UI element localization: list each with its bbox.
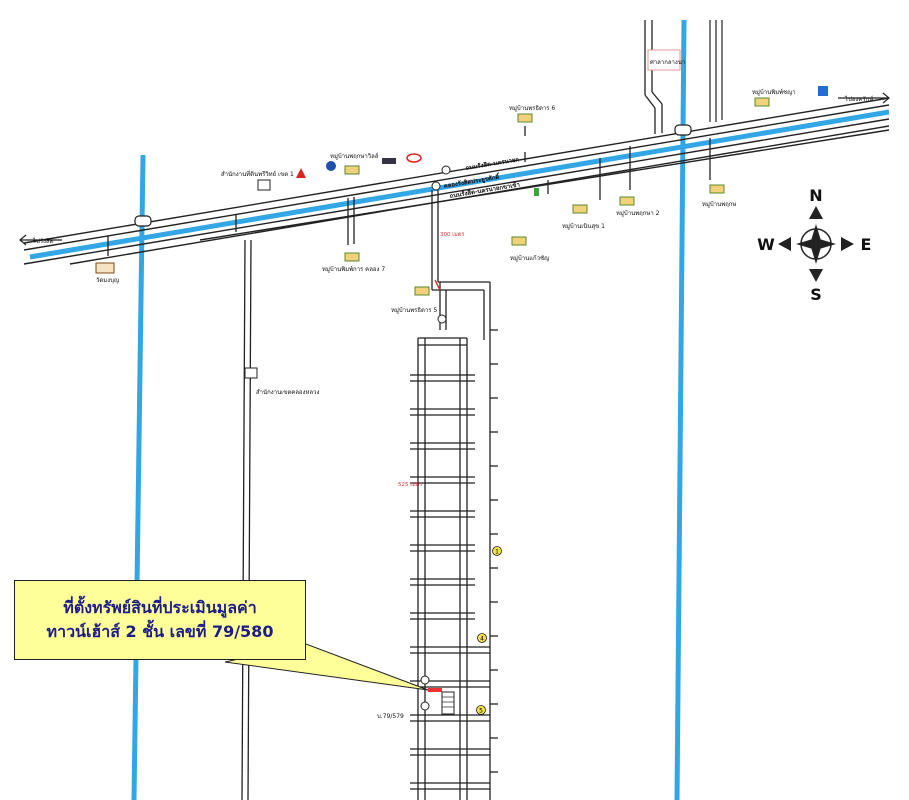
village-icon: [572, 204, 588, 214]
village-icon: [344, 165, 360, 175]
label-plot: บ.79/579: [377, 713, 404, 720]
compass-west: W: [757, 235, 775, 254]
road-label-main: ถนนรังสิต-นครนายก: [465, 155, 520, 172]
village-icon: [414, 286, 430, 296]
toyota-icon: [406, 153, 422, 163]
label-district-office: สำนักงานเขตคลองหลวง: [256, 389, 319, 396]
compass-south: S: [810, 285, 822, 304]
arrow-label-right: ไปองครักษ์: [844, 95, 873, 103]
landmarks: [95, 49, 828, 379]
svg-text:4: 4: [480, 636, 484, 643]
village-icon: [754, 97, 770, 107]
label-village-khlong7: หมู่บ้านพิมพ์การ คลอง 7: [322, 265, 385, 273]
north-highway-east: [709, 20, 723, 122]
label-village-6: หมู่บ้านพรธิดาร 6: [509, 105, 555, 112]
mitsubishi-icon: [296, 168, 306, 178]
estate-grid: [410, 337, 490, 800]
label-village-a: หมู่บ้านพฤกษาวิลล์: [330, 152, 379, 160]
side-roads: [107, 126, 711, 800]
arrow-right-icon: [841, 237, 854, 251]
marker-4: [477, 633, 487, 643]
marker-1: [492, 546, 502, 556]
estate-markers: 1 4 5: [476, 546, 502, 715]
subject-plot: [428, 688, 455, 715]
property-callout: ที่ตั้งทรัพย์สินที่ประเมินมูลค่า ทาวน์เฮ…: [14, 580, 306, 660]
north-road: [644, 20, 663, 134]
canal-east: [674, 19, 687, 800]
temple-icon: [95, 262, 115, 274]
access-road: [431, 190, 491, 800]
village-icon: [511, 236, 527, 246]
distance-2: 525 เมตร: [398, 482, 422, 488]
label-village-pruksa1: หมู่บ้านเนินสุข 1: [562, 223, 605, 230]
junctions: [420, 165, 451, 711]
arrow-to-ongkharak: ไปองครักษ์: [838, 92, 890, 104]
svg-text:1: 1: [495, 549, 499, 556]
compass-north: N: [809, 186, 822, 205]
bridge-east: [674, 124, 692, 136]
subject-marker: [428, 688, 442, 692]
access-marker: [434, 279, 441, 291]
arrow-down-icon: [809, 269, 823, 282]
label-city-hall: ศาลากลางนา: [650, 59, 685, 66]
label-village-5: หมู่บ้านพรธิดาร 5: [391, 307, 437, 314]
bank-icon: [818, 86, 828, 96]
label-gas-station: สำนักงานที่ดินพรีวิทย์ เขต 1: [221, 170, 294, 178]
canal-west: [131, 154, 146, 800]
arrow-to-rangsit: ไปรังสิต: [19, 234, 62, 246]
arrow-label-left: ไปรังสิต: [32, 237, 54, 245]
shop-icon: [534, 188, 539, 196]
bridge-west: [134, 215, 152, 227]
marker-5: [476, 705, 486, 715]
canals: [29, 19, 890, 800]
bridges: [134, 124, 692, 227]
village-icon: [517, 113, 533, 123]
label-village-rachaya: หมู่บ้านแก้วชัญ: [510, 255, 549, 262]
svg-text:5: 5: [479, 708, 483, 715]
fuel-station-icon: [326, 161, 336, 171]
arrow-left-icon: [778, 237, 791, 251]
village-icon: [709, 184, 725, 194]
village-icon: [619, 196, 635, 206]
arrow-up-icon: [809, 206, 823, 219]
village-icon: [344, 252, 360, 262]
office-icon: [244, 367, 258, 379]
dealer-icon: [382, 158, 396, 164]
compass-east: E: [861, 235, 872, 254]
labels: ถนนรังสิต-นครนายก คลองรังสิตประยูรศักดิ์…: [96, 59, 796, 720]
distance-1: 300 เมตร: [440, 232, 464, 238]
callout-line-2: ทาวน์เฮ้าส์ 2 ชั้น เลขที่ 79/580: [46, 622, 274, 641]
compass-needle-horizontal: [796, 238, 836, 250]
east-stubs: [490, 329, 498, 773]
label-village-pruksa2: หมู่บ้านพฤกษา 2: [616, 210, 660, 217]
plot-stairs: [441, 691, 455, 715]
city-hall-icon: [647, 49, 681, 71]
label-village-pruksa: หมู่บ้านพฤกษ: [702, 201, 736, 208]
compass-rose: N S W E: [757, 186, 871, 304]
office-icon: [257, 179, 271, 191]
main-canal: [29, 109, 890, 260]
label-village-ne: หมู่บ้านพิมพ์ชญา: [752, 88, 796, 96]
callout-line-1: ที่ตั้งทรัพย์สินที่ประเมินมูลค่า: [63, 598, 257, 617]
main-highway: [23, 97, 890, 265]
label-temple: วัดมงบุญ: [96, 277, 119, 284]
